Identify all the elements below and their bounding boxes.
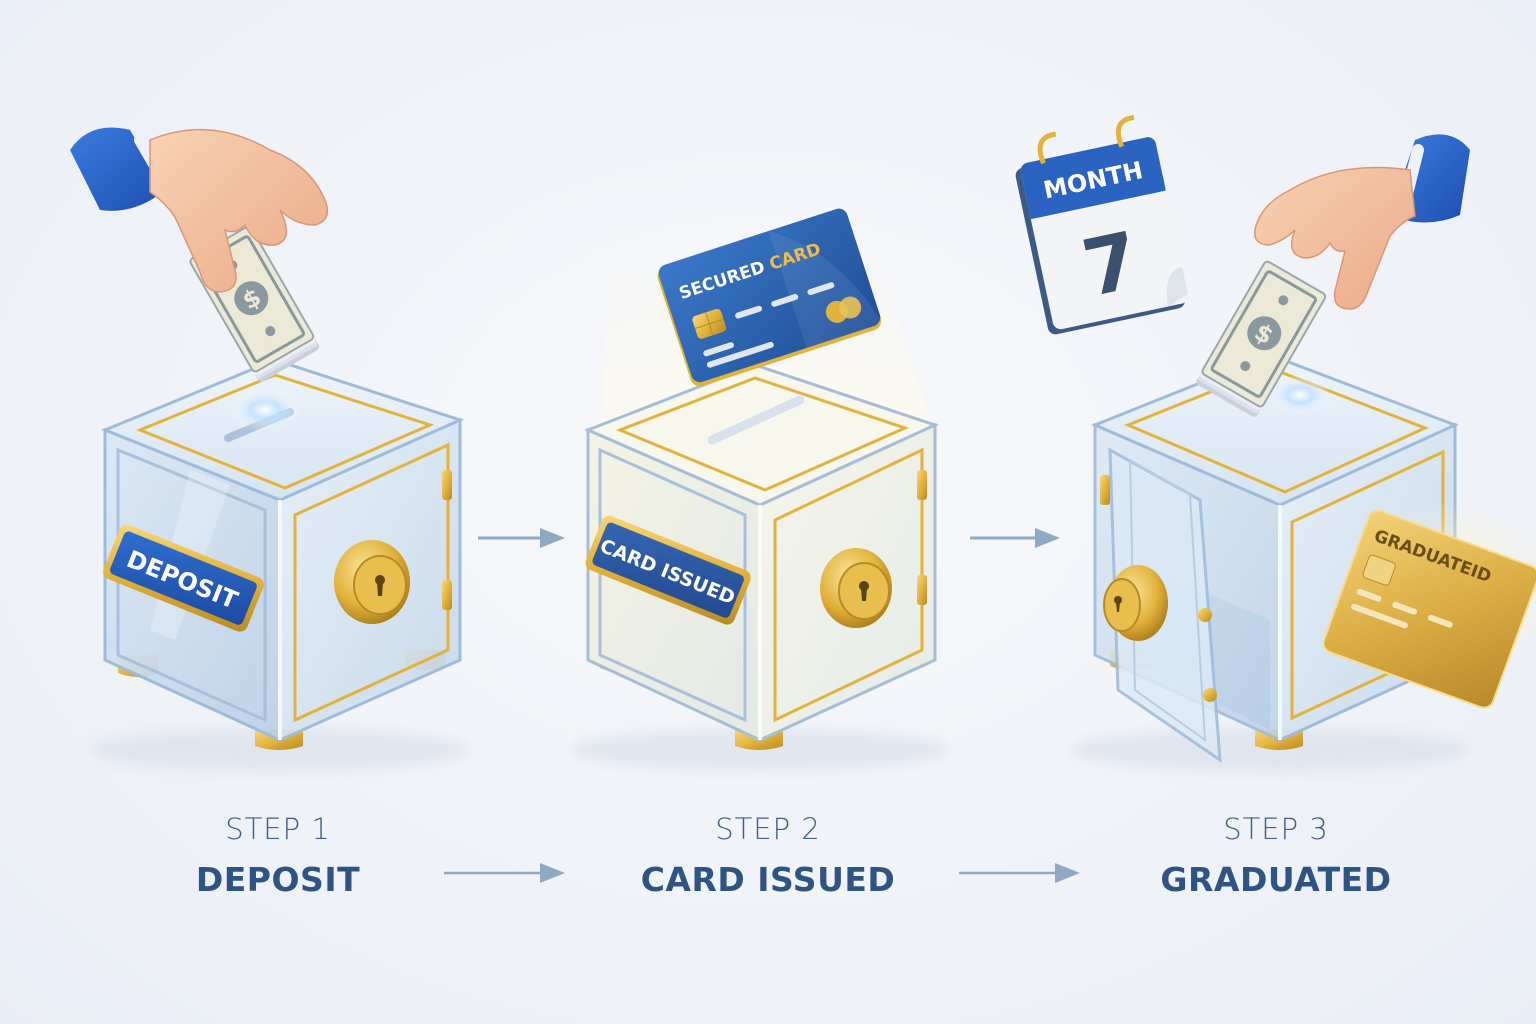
hand-icon (70, 127, 329, 293)
arrow-icon (959, 863, 1080, 883)
lock-icon (334, 540, 410, 624)
step-3-caption: STEP 3 GRADUATED (1086, 812, 1466, 899)
step-2-label: STEP 2 (715, 812, 821, 846)
deposit-plaque: DEPOSIT (103, 524, 264, 632)
step-1-caption: STEP 1 DEPOSIT (88, 812, 468, 899)
arrow-icon (970, 528, 1060, 548)
hand-icon (1254, 134, 1470, 310)
gold-card-icon: GRADUATEID (1322, 509, 1536, 709)
step-2-title: CARD ISSUED (640, 860, 896, 899)
step-1-title: DEPOSIT (195, 860, 361, 899)
step-2-caption: STEP 2 CARD ISSUED (578, 812, 958, 899)
step-2-illustration: CARD ISSUED SECURED CARD (570, 208, 950, 772)
lock-icon (1103, 565, 1168, 641)
calendar-icon: MONTH 7 (1015, 115, 1189, 335)
arrow-icon (444, 863, 565, 883)
credit-card-icon: SECURED CARD (657, 208, 883, 387)
step-1-illustration: DEPOSIT (70, 127, 470, 772)
step-1-label: STEP 1 (225, 812, 331, 846)
arrow-icon (478, 528, 565, 548)
lock-icon (820, 548, 892, 628)
step-3-title: GRADUATED (1160, 860, 1392, 899)
step-3-illustration: MONTH 7 (1015, 115, 1536, 772)
illustration-layer: $ (70, 115, 1536, 772)
step-3-label: STEP 3 (1223, 812, 1329, 846)
